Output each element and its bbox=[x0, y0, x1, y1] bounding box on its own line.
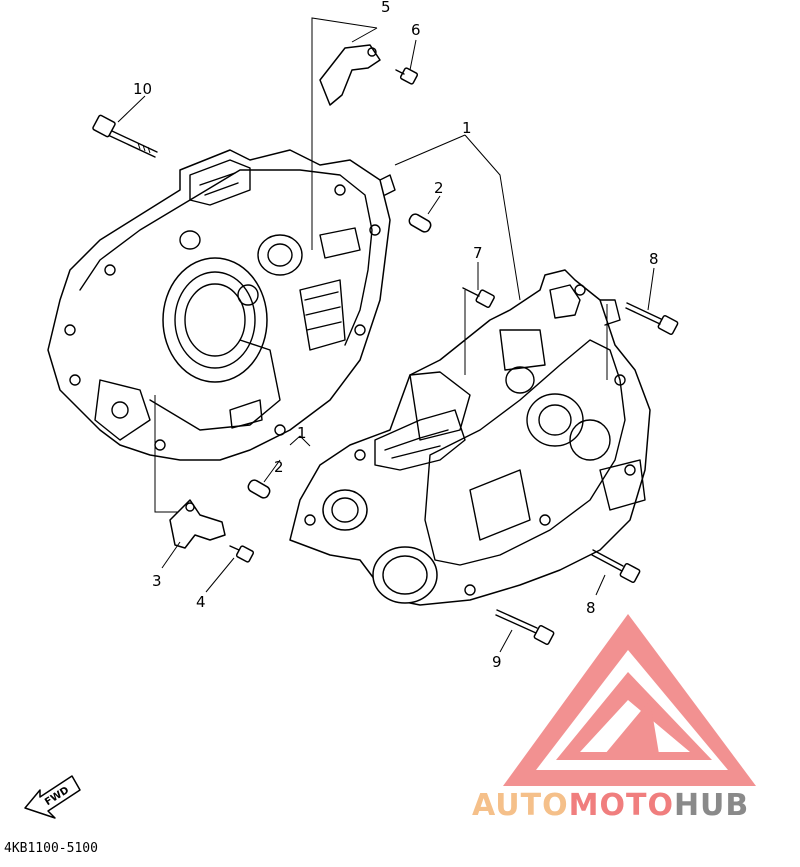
bolt-7 bbox=[462, 287, 495, 308]
bolt-10 bbox=[92, 114, 158, 158]
callout-3: 3 bbox=[152, 572, 162, 590]
right-crankcase bbox=[289, 269, 651, 606]
bolt-9 bbox=[495, 609, 555, 645]
callout-8-lower: 8 bbox=[586, 599, 596, 617]
leader-lines bbox=[117, 17, 655, 653]
bolt-8-lower bbox=[591, 549, 641, 583]
svg-text:AUTOMOTOHUB: AUTOMOTOHUB bbox=[472, 788, 749, 823]
bolt-4 bbox=[229, 545, 255, 563]
bolt-6 bbox=[395, 67, 419, 85]
diagram-code: 4KB1100-5100 bbox=[4, 841, 98, 856]
callout-8-upper: 8 bbox=[649, 250, 659, 268]
callout-4: 4 bbox=[196, 593, 206, 611]
callout-6: 6 bbox=[411, 21, 421, 39]
watermark-logo bbox=[503, 614, 756, 786]
callout-9: 9 bbox=[492, 653, 502, 671]
callout-2-upper: 2 bbox=[434, 179, 444, 197]
dowel-pin-upper bbox=[408, 213, 432, 233]
callout-10: 10 bbox=[133, 80, 152, 98]
callout-1-upper: 1 bbox=[462, 119, 472, 137]
callout-2-lower: 2 bbox=[274, 458, 284, 476]
watermark-hub: HUB bbox=[674, 788, 749, 823]
watermark-auto: AUTO bbox=[472, 788, 569, 823]
dowel-pin-lower bbox=[247, 479, 271, 499]
callout-5: 5 bbox=[381, 0, 391, 16]
fwd-arrow-icon: FWD bbox=[24, 775, 81, 819]
bolt-8-upper bbox=[625, 302, 679, 335]
bracket-lower bbox=[169, 499, 226, 549]
callout-1-lower: 1 bbox=[297, 424, 307, 442]
left-crankcase bbox=[47, 149, 396, 461]
watermark-moto: MOTO bbox=[569, 788, 674, 823]
watermark-text: AUTOMOTOHUB bbox=[472, 788, 749, 823]
bracket-upper bbox=[319, 44, 381, 106]
callout-7: 7 bbox=[473, 244, 483, 262]
